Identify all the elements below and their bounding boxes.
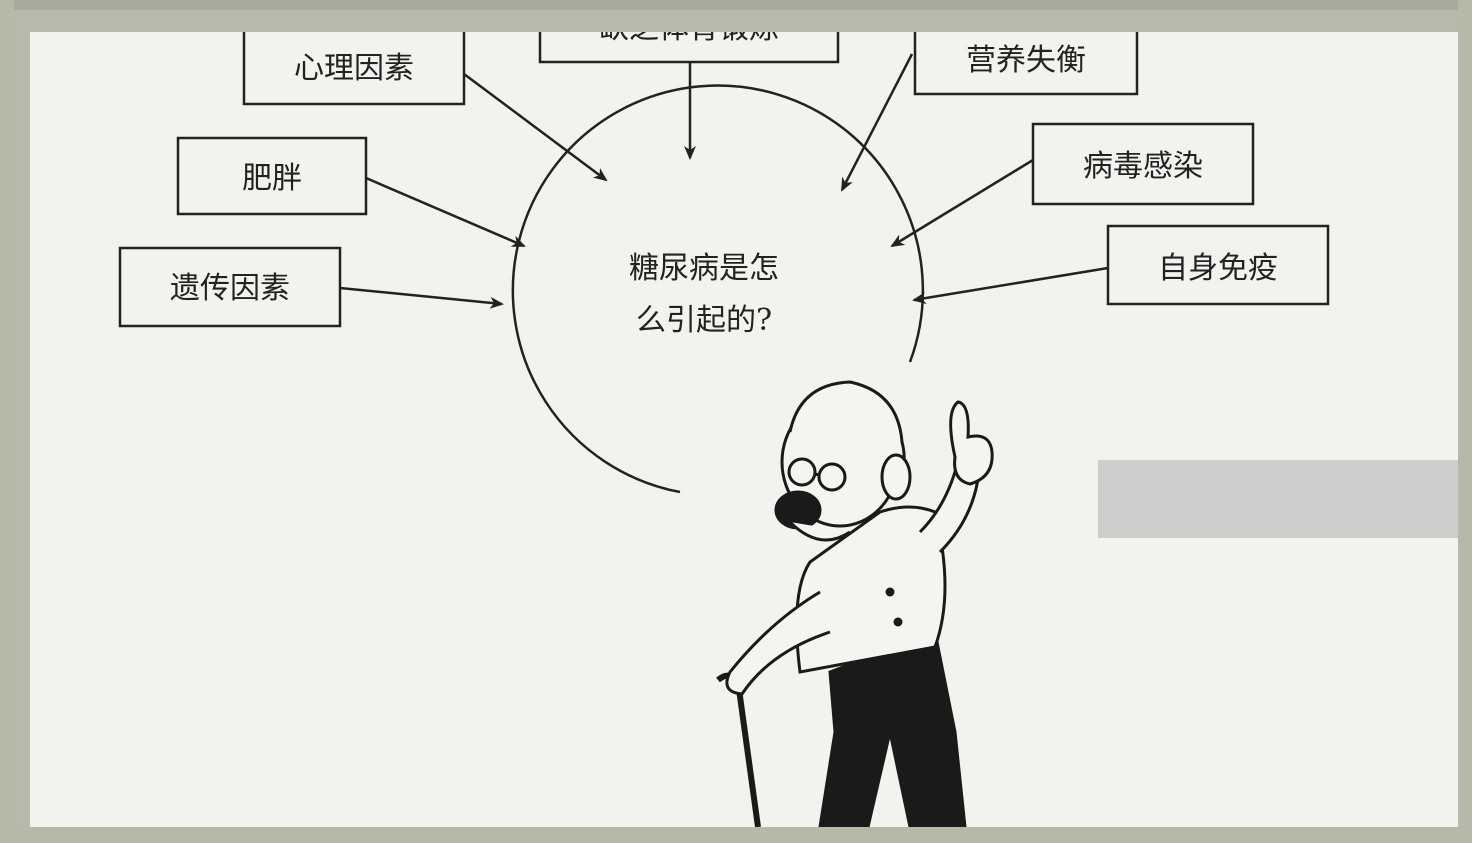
cause-box-obesity: 肥胖 [176,136,368,216]
cause-box-autoimmune: 自身免疫 [1106,224,1330,306]
arrow-genetic [339,286,504,309]
center-circle [511,84,925,494]
center-question-line2: 么引起的? [636,303,772,338]
cause-box-psychological: 心理因素 [242,32,466,106]
cause-label: 自身免疫 [1158,251,1278,286]
arrow-psychological [463,72,608,182]
cause-label: 缺乏体育锻炼 [599,32,779,46]
arrow-virus [890,158,1034,248]
grey-band [1098,460,1458,538]
old-man-with-cane-icon [716,380,994,827]
cause-label: 营养失衡 [966,43,1086,78]
scanned-page: 心理因素 缺乏体育锻炼 营养失衡 肥胖 病毒感染 遗传因素 自身免疫 [30,32,1458,827]
arrow-autoimmune [912,266,1109,304]
cause-box-virus: 病毒感染 [1031,122,1255,206]
arrow-nutrition [840,53,914,192]
cause-box-nutrition: 营养失衡 [913,32,1139,96]
cause-label: 心理因素 [294,51,414,86]
cause-label: 病毒感染 [1083,149,1203,184]
cause-box-genetic: 遗传因素 [118,246,342,328]
frame-left [0,0,14,843]
center-question-line1: 糖尿病是怎 [629,251,779,286]
frame-top [0,0,1472,10]
cause-diagram: 心理因素 缺乏体育锻炼 营养失衡 肥胖 病毒感染 遗传因素 自身免疫 [118,32,1330,827]
frame-right [1458,0,1472,843]
frame-bottom [0,825,1472,843]
cause-label: 肥胖 [242,161,302,196]
arrow-obesity [365,176,526,248]
cause-box-lack-exercise: 缺乏体育锻炼 [538,32,840,64]
cause-label: 遗传因素 [170,271,290,306]
